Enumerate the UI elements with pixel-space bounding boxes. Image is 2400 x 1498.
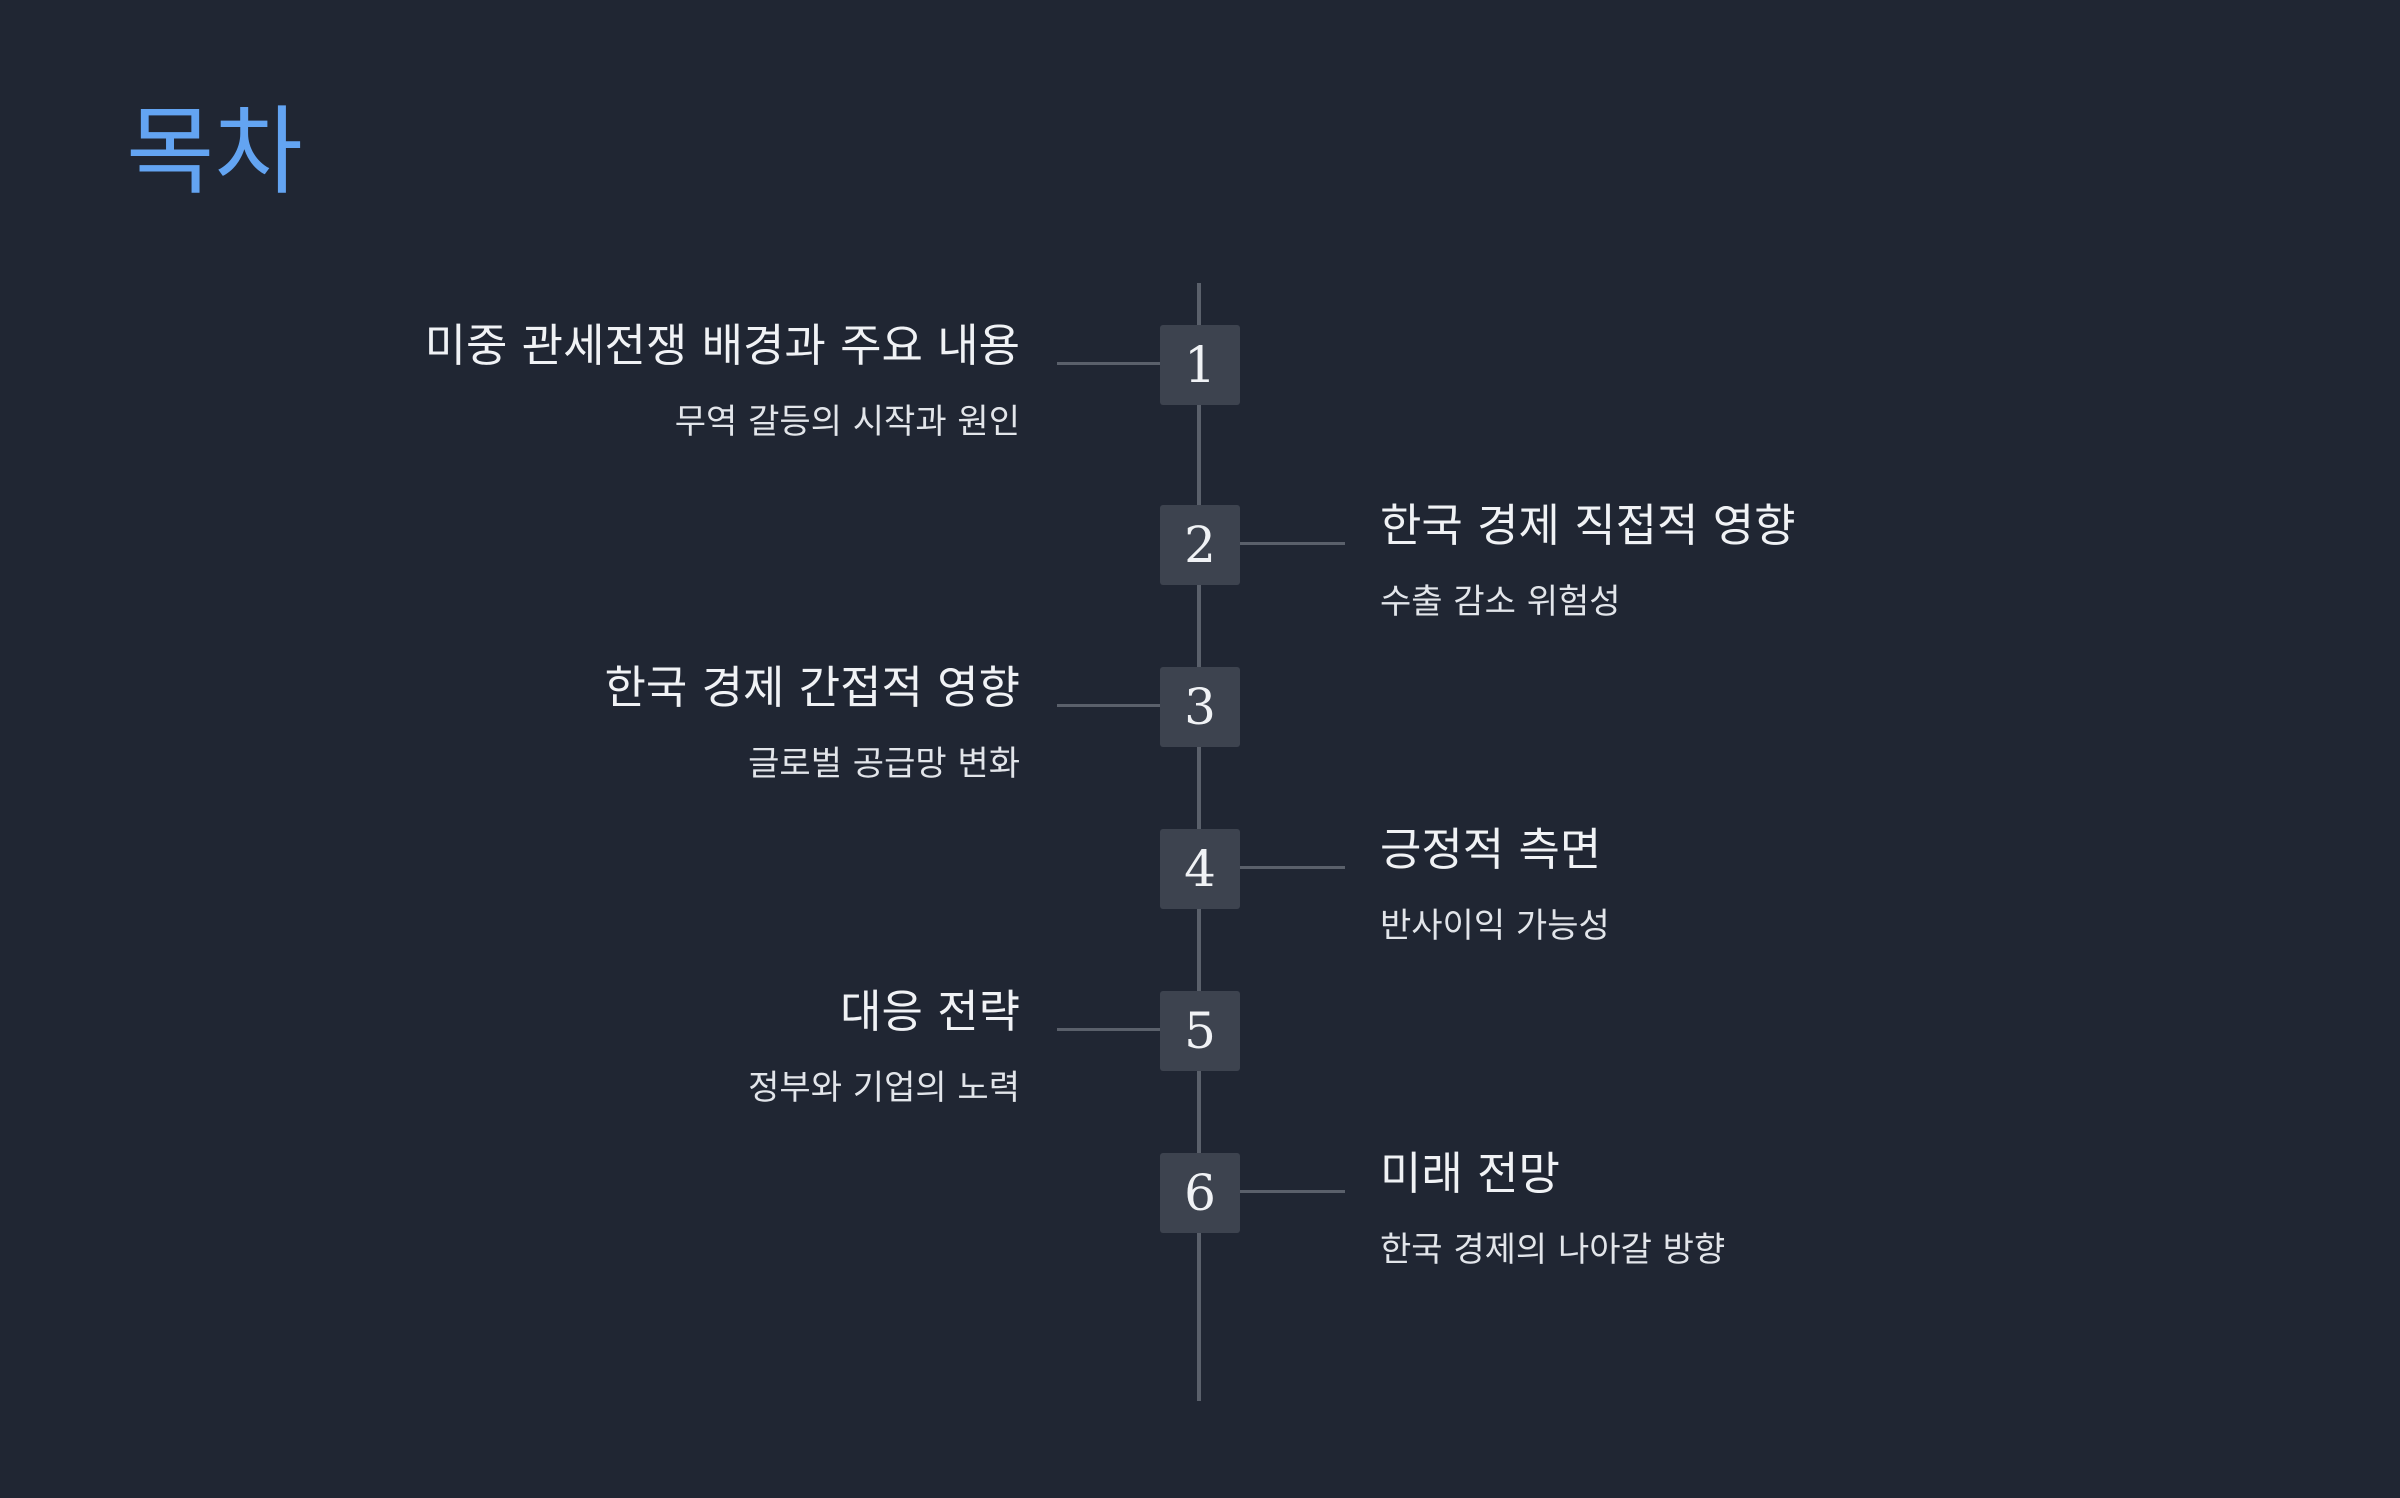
toc-item-heading: 한국 경제 직접적 영향 <box>1380 499 1796 552</box>
number-badge: 1 <box>1160 325 1240 405</box>
toc-item-subtitle: 정부와 기업의 노력 <box>748 1068 1020 1108</box>
number-badge: 5 <box>1160 991 1240 1071</box>
number-badge: 6 <box>1160 1153 1240 1233</box>
number-badge: 2 <box>1160 505 1240 585</box>
toc-item-subtitle: 반사이익 가능성 <box>1380 906 1610 946</box>
toc-item-subtitle: 무역 갈등의 시작과 원인 <box>674 402 1020 442</box>
toc-item-subtitle: 한국 경제의 나아갈 방향 <box>1380 1230 1726 1270</box>
connector-line <box>1240 866 1345 869</box>
toc-item-heading: 미중 관세전쟁 배경과 주요 내용 <box>424 319 1020 372</box>
toc-item-heading: 미래 전망 <box>1380 1147 1560 1200</box>
connector-line <box>1240 1190 1345 1193</box>
number-badge: 3 <box>1160 667 1240 747</box>
page-title: 목차 <box>126 96 303 208</box>
connector-line <box>1240 542 1345 545</box>
toc-item-heading: 한국 경제 간접적 영향 <box>604 661 1020 714</box>
toc-item-heading: 대응 전략 <box>840 985 1020 1038</box>
toc-item-subtitle: 수출 감소 위험성 <box>1380 582 1621 622</box>
connector-line <box>1057 704 1160 707</box>
connector-line <box>1057 362 1160 365</box>
number-badge: 4 <box>1160 829 1240 909</box>
connector-line <box>1057 1028 1160 1031</box>
toc-item-heading: 긍정적 측면 <box>1380 823 1602 876</box>
toc-item-subtitle: 글로벌 공급망 변화 <box>748 744 1020 784</box>
